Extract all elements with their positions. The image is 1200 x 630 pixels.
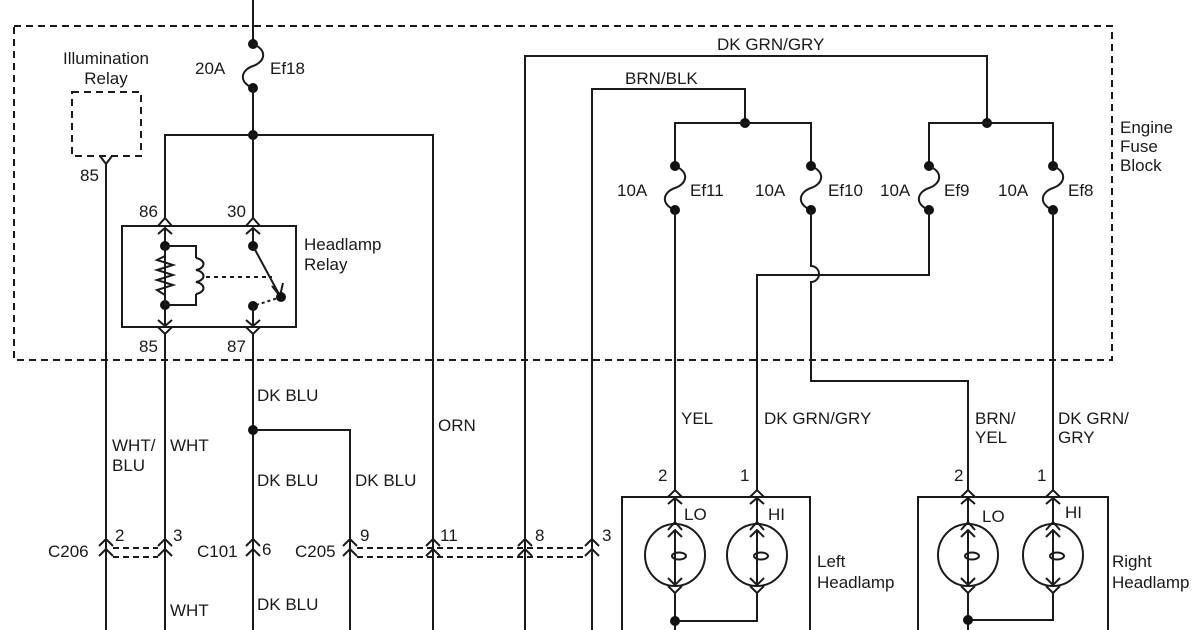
lo-fuse-bus	[674, 122, 812, 165]
orn-wire	[164, 134, 434, 630]
fuse-ef10: 10A Ef10	[755, 161, 863, 215]
wire-label-wht-blu-1: WHT/	[112, 436, 156, 455]
illumination-relay-label-2: Relay	[84, 69, 128, 88]
connector-c205: C205 9 11 8 3	[295, 526, 611, 561]
fuse-ef11-rating: 10A	[617, 181, 648, 200]
wire-label-dk-blu-mid: DK BLU	[257, 471, 318, 490]
wire-label-dk-grn-gry-top: DK GRN/GRY	[717, 35, 824, 54]
fuse-block-label-line-1: Engine	[1120, 118, 1173, 137]
illumination-relay: Illumination Relay 85	[63, 49, 149, 185]
fuse-ef9: 10A Ef9	[880, 161, 970, 215]
fuse-ef10-id: Ef10	[828, 181, 863, 200]
wire-label-brn-yel-1: BRN/	[975, 409, 1016, 428]
fuse-ef8-rating: 10A	[998, 181, 1029, 200]
right-headlamp-pin-2: 2	[954, 466, 963, 485]
fuse-ef10-rating: 10A	[755, 181, 786, 200]
wire-label-dk-blu-branch: DK BLU	[355, 471, 416, 490]
fuse-block-label-line-2: Fuse	[1120, 137, 1158, 156]
wire-label-wht-blu-2: BLU	[112, 456, 145, 475]
connector-c101-pin-6: 6	[262, 540, 271, 559]
relay-pin-85: 85	[139, 337, 158, 356]
right-headlamp-label-1: Right	[1112, 552, 1152, 571]
brn-yel-wire	[810, 210, 969, 490]
connector-c101-name: C101	[197, 542, 238, 561]
wire-label-brn-yel-2: YEL	[975, 428, 1007, 447]
engine-fuse-block-boundary	[13, 25, 1113, 361]
right-headlamp-pin-1: 1	[1037, 466, 1046, 485]
connector-c101: C101 6	[197, 537, 271, 561]
right-headlamp-hi-label: HI	[1065, 503, 1082, 522]
connector-c206: C206 2 3	[48, 526, 182, 561]
wire-label-dk-blu-lower: DK BLU	[257, 595, 318, 614]
dk-grn-gry-feed-wire	[524, 55, 988, 630]
right-headlamp-lo-label: LO	[982, 507, 1005, 526]
left-headlamp-pin-2: 2	[658, 466, 667, 485]
headlamp-relay: Headlamp Relay 86 30 85 87	[121, 202, 382, 356]
wire-label-wht-lower: WHT	[170, 601, 209, 620]
fuse-ef9-rating: 10A	[880, 181, 911, 200]
headlamp-relay-label-2: Relay	[304, 255, 348, 274]
fuse-ef11: 10A Ef11	[617, 161, 724, 215]
connector-c206-name: C206	[48, 542, 89, 561]
illumination-relay-label-1: Illumination	[63, 49, 149, 68]
wire-label-dk-blu-upper: DK BLU	[257, 386, 318, 405]
relay-pin-87: 87	[227, 337, 246, 356]
left-headlamp-lo-label: LO	[684, 505, 707, 524]
connector-c206-pin-3: 3	[173, 526, 182, 545]
connector-c205-pin-9: 9	[360, 526, 369, 545]
connector-c205-pin-8: 8	[535, 526, 544, 545]
headlamp-relay-label-1: Headlamp	[304, 235, 382, 254]
left-headlamp-label-1: Left	[817, 552, 846, 571]
left-headlamp: Left Headlamp 2 1 LO HI	[621, 466, 895, 630]
wire-label-dk-grn-gry-right-1: DK GRN/	[1058, 409, 1129, 428]
dk-blu-branch-wire	[253, 429, 351, 630]
relay-pin-86: 86	[139, 202, 158, 221]
fuse-ef18-rating: 20A	[195, 59, 226, 78]
connector-c205-name: C205	[295, 542, 336, 561]
wire-label-brn-blk: BRN/BLK	[625, 69, 698, 88]
fuse-ef18: 20A Ef18	[195, 39, 305, 93]
fuse-block-label-line-3: Block	[1120, 156, 1162, 175]
fuse-ef9-id: Ef9	[944, 181, 970, 200]
fuse-ef8: 10A Ef8	[998, 161, 1094, 215]
fuse-ef11-id: Ef11	[690, 181, 724, 200]
right-headlamp: Right Headlamp 2 1 LO HI	[917, 466, 1190, 630]
wire-label-dk-grn-gry-right-2: GRY	[1058, 428, 1095, 447]
engine-fuse-block-label: Engine Fuse Block	[1120, 118, 1173, 175]
left-headlamp-label-2: Headlamp	[817, 573, 895, 592]
fuse-ef18-id: Ef18	[270, 59, 305, 78]
wire-label-wht: WHT	[170, 436, 209, 455]
connector-c206-pin-2: 2	[115, 526, 124, 545]
right-headlamp-label-2: Headlamp	[1112, 573, 1190, 592]
connector-c205-pin-11: 11	[440, 526, 458, 545]
illumination-relay-pin-85: 85	[80, 166, 99, 185]
dk-grn-gry-left-wire	[756, 210, 930, 490]
relay-pin-30: 30	[227, 202, 246, 221]
left-headlamp-pin-1: 1	[740, 466, 749, 485]
left-headlamp-hi-label: HI	[768, 505, 785, 524]
fuse-ef8-id: Ef8	[1068, 181, 1094, 200]
connector-c205-pin-3: 3	[602, 526, 611, 545]
wire-label-yel: YEL	[681, 409, 713, 428]
brn-blk-feed-wire	[591, 88, 746, 630]
hi-fuse-bus	[928, 122, 1054, 165]
wire-label-dk-grn-gry-left: DK GRN/GRY	[764, 409, 871, 428]
wire-label-orn: ORN	[438, 416, 476, 435]
